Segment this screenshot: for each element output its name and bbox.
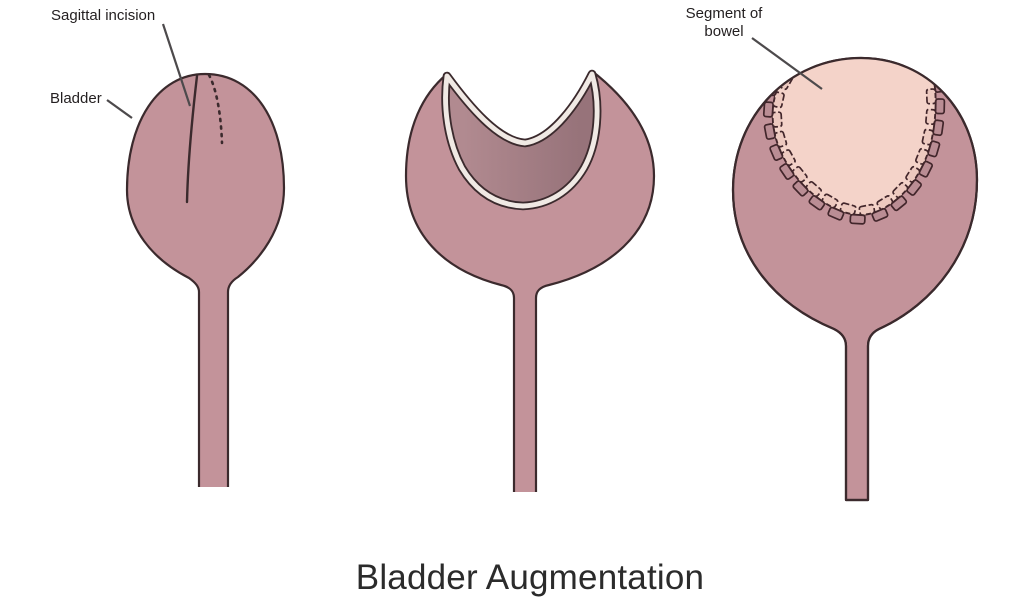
suture-stitch [892, 181, 909, 199]
bladder-outline-1 [125, 72, 286, 487]
diagram-title: Bladder Augmentation [355, 558, 705, 597]
suture-stitch [927, 140, 941, 158]
suture-stitch [772, 91, 785, 109]
suture-stitch [849, 213, 866, 225]
suture-stitch [932, 119, 945, 137]
sagittal-incision-line [185, 74, 199, 204]
suture-stitch [792, 180, 809, 197]
suture-stitch [769, 143, 784, 161]
suture-stitch [858, 203, 876, 216]
bowel-patch [772, 58, 945, 215]
suture-stitch [791, 166, 808, 183]
bladder-outline-2 [404, 69, 656, 492]
suture-stitch [890, 195, 908, 212]
sagittal-incision-label: Sagittal incision [51, 7, 156, 24]
suture-stitch [905, 165, 921, 183]
suture-stitches [762, 73, 946, 225]
suture-stitch [871, 207, 889, 222]
suture-stitch [921, 128, 934, 146]
suture-stitch [906, 179, 922, 196]
suture-stitch [876, 195, 894, 210]
suture-stitch [771, 111, 783, 128]
figure-bladder-incision [106, 23, 286, 487]
figure-bladder-opened [404, 69, 656, 492]
suture-stitch [915, 147, 929, 165]
suture-stitch [934, 98, 946, 115]
suture-stitch [925, 108, 937, 126]
suture-stitch [839, 202, 857, 216]
bladder-label: Bladder [50, 90, 102, 107]
suture-stitch [774, 130, 788, 148]
suture-stitch [763, 123, 776, 140]
figure-bladder-augmented [731, 37, 979, 502]
suture-stitch [821, 193, 839, 209]
suture-stitch [918, 160, 934, 178]
segment-of-bowel-label: Segment of bowel [685, 5, 763, 40]
suture-stitch [808, 195, 826, 211]
suture-stitch [779, 163, 795, 180]
bladder-leader-line [106, 99, 133, 119]
suture-stitch [762, 101, 774, 118]
suture-stitch [805, 181, 822, 197]
bowel-leader-line [751, 37, 823, 90]
suture-stitch [827, 206, 845, 221]
suture-stitch [781, 149, 796, 167]
sagittal-incision-leader-line [161, 23, 192, 107]
suture-stitch [925, 88, 937, 105]
sagittal-incision-dotted-line [207, 73, 224, 145]
